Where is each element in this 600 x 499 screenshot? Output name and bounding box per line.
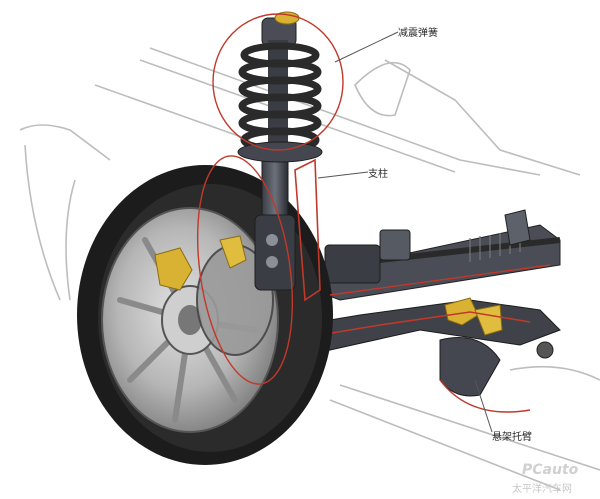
strut xyxy=(254,149,321,302)
car-body-outline xyxy=(19,47,600,491)
leader-lines xyxy=(317,31,493,433)
watermark-text: 太平洋汽车网 xyxy=(512,484,572,495)
highlight-circles xyxy=(196,13,551,385)
wheel xyxy=(77,165,333,465)
coil-spring xyxy=(237,11,323,163)
watermark-logo: PCauto xyxy=(522,462,579,478)
label-control-arm: 悬架托臂 xyxy=(492,432,532,443)
label-strut: 支柱 xyxy=(368,169,388,180)
label-spring-damper: 减震弹簧 xyxy=(398,28,438,39)
steering-rack xyxy=(298,209,561,301)
control-arm xyxy=(269,297,561,413)
